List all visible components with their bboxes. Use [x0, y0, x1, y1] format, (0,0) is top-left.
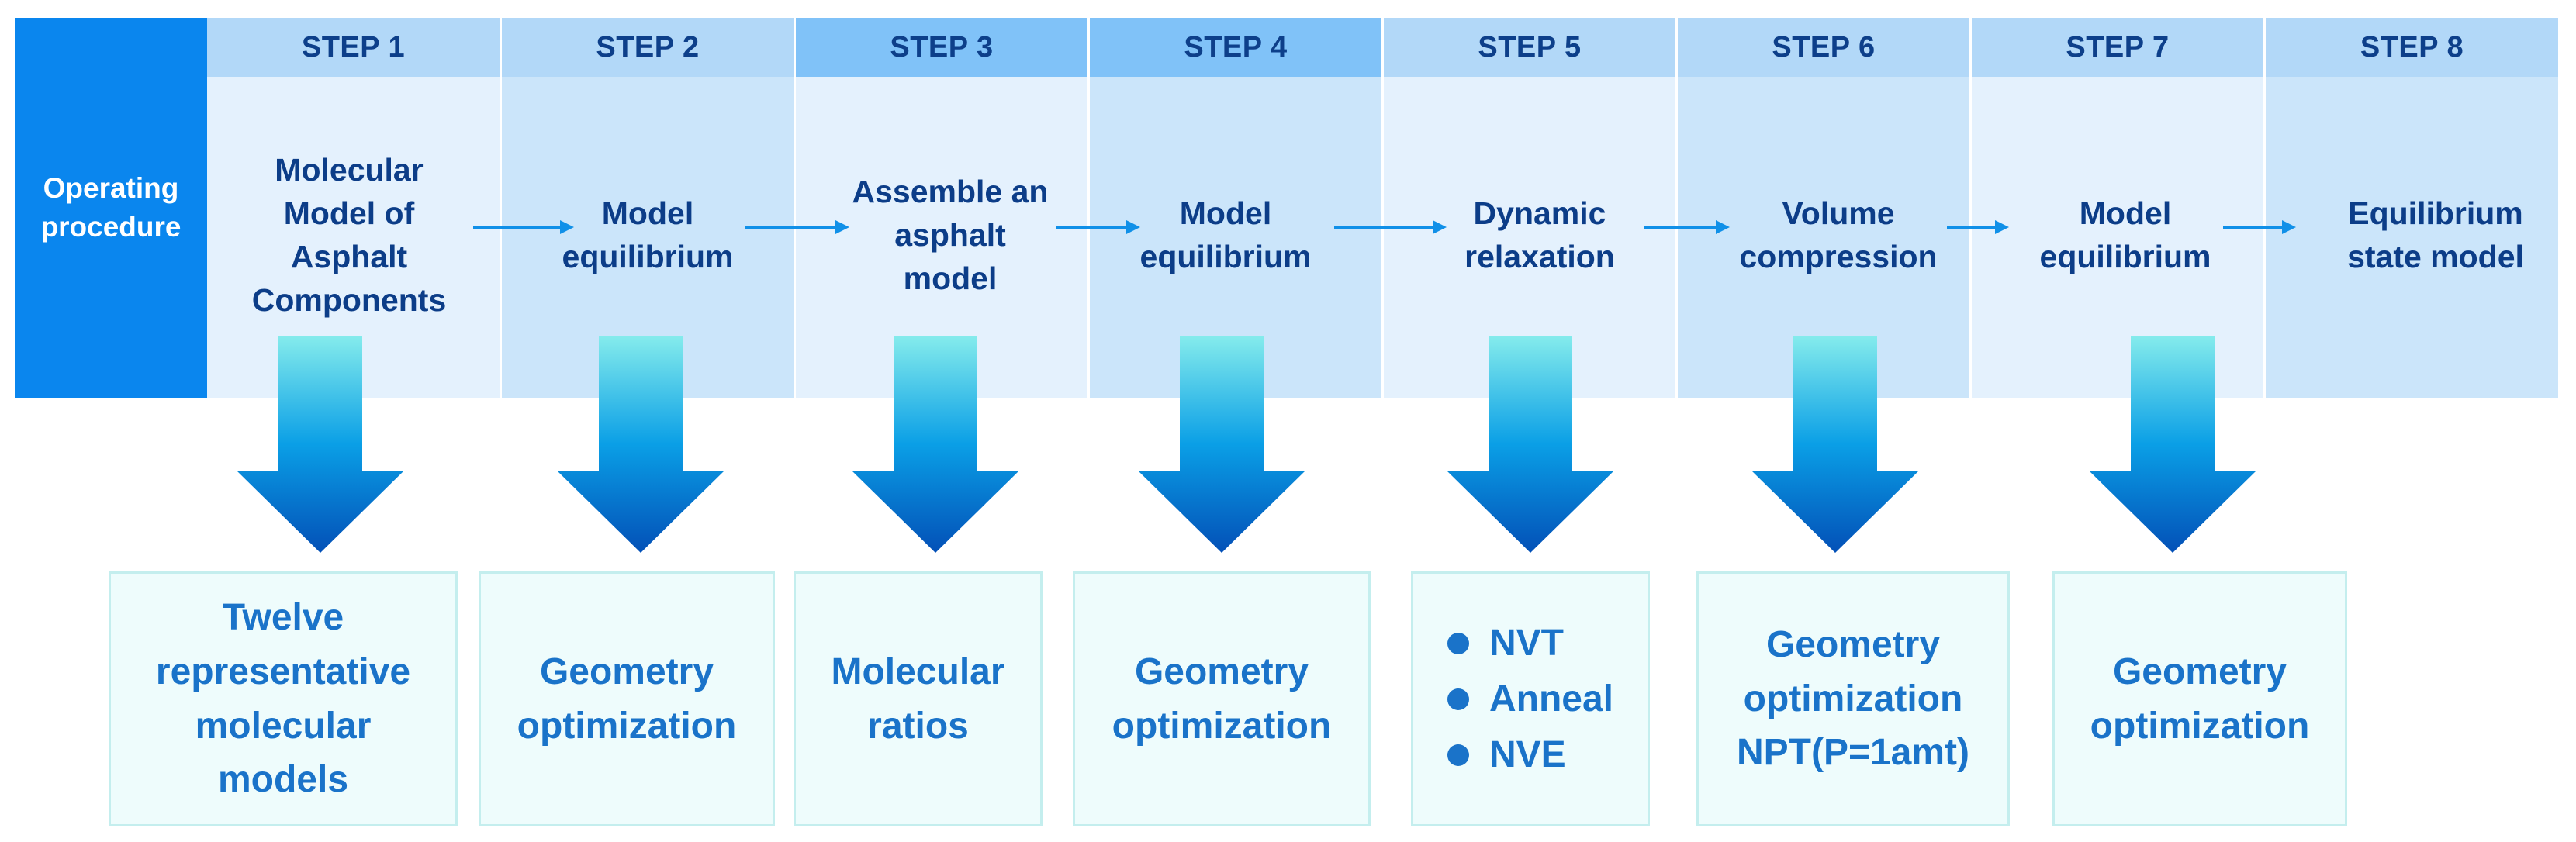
step-4-title: Model equilibrium — [1139, 195, 1312, 274]
down-arrow-step-6 — [1751, 336, 1919, 553]
step-1-header: STEP 1 — [207, 18, 502, 77]
step-7-detail-text: Geometry optimization — [2090, 650, 2310, 747]
down-arrow-step-2 — [557, 336, 724, 553]
step-8-title: Equilibrium state model — [2347, 195, 2524, 274]
step-5-header: STEP 5 — [1384, 18, 1678, 77]
detail-list-item: NVT — [1447, 616, 1613, 671]
flow-arrow-3-to-4 — [1056, 220, 1140, 234]
detail-list-item-text: Anneal — [1489, 678, 1614, 719]
down-arrow-step-3 — [852, 336, 1019, 553]
flow-arrow-5-to-6 — [1644, 220, 1730, 234]
down-arrow-step-7 — [2089, 336, 2256, 553]
step-2-detail-box: Geometry optimization — [479, 571, 775, 826]
step-2-header: STEP 2 — [502, 18, 796, 77]
step-7-detail-box: Geometry optimization — [2052, 571, 2347, 826]
step-4-detail-box: Geometry optimization — [1073, 571, 1371, 826]
step-6-header: STEP 6 — [1678, 18, 1972, 77]
down-arrow-step-5 — [1447, 336, 1614, 553]
step-8-header: STEP 8 — [2266, 18, 2560, 77]
step-2-title: Model equilibrium — [562, 195, 734, 274]
step-4-header: STEP 4 — [1090, 18, 1384, 77]
flow-arrow-4-to-5 — [1334, 220, 1447, 234]
flow-arrow-2-to-3 — [745, 220, 849, 234]
step-7-title: Model equilibrium — [2039, 195, 2211, 274]
step-1-title: Molecular Model of Asphalt Components — [251, 151, 447, 319]
step-1-detail-text: Twelve representative molecular models — [155, 597, 411, 801]
step-4-detail-text: Geometry optimization — [1112, 650, 1332, 747]
step-6-title: Volume compression — [1739, 195, 1938, 274]
step-1-detail-box: Twelve representative molecular models — [109, 571, 458, 826]
detail-list-item: NVE — [1447, 727, 1613, 783]
step-3-detail-box: Molecular ratios — [794, 571, 1043, 826]
bullet-icon — [1447, 744, 1469, 766]
detail-list-item-text: NVE — [1489, 733, 1566, 775]
step-5-title: Dynamic relaxation — [1464, 195, 1615, 274]
step-6-detail-box: Geometry optimization NPT(P=1amt) — [1696, 571, 2010, 826]
down-arrow-step-4 — [1138, 336, 1305, 553]
bullet-icon — [1447, 688, 1469, 710]
step-3-detail-text: Molecular ratios — [831, 650, 1005, 747]
step-3-header: STEP 3 — [796, 18, 1090, 77]
bullet-icon — [1447, 632, 1469, 654]
step-2-detail-text: Geometry optimization — [517, 650, 737, 747]
down-arrow-step-1 — [237, 336, 404, 553]
step-7-header: STEP 7 — [1972, 18, 2266, 77]
step-8-cell — [2266, 77, 2560, 398]
step-7-cell — [1972, 77, 2266, 398]
detail-list-item-text: NVT — [1489, 622, 1564, 664]
flow-arrow-7-to-8 — [2223, 220, 2296, 234]
detail-list-item: Anneal — [1447, 671, 1613, 727]
step-6-detail-text: Geometry optimization NPT(P=1amt) — [1736, 624, 1970, 774]
flow-arrow-6-to-7 — [1947, 220, 2009, 234]
flow-arrow-1-to-2 — [473, 220, 574, 234]
step-3-title: Assemble an asphalt model — [852, 173, 1049, 297]
operating-procedure-label: Operating procedure — [15, 18, 207, 398]
